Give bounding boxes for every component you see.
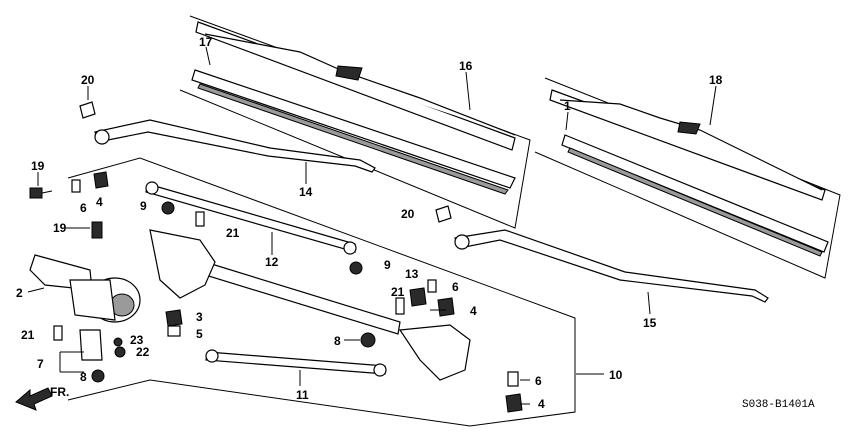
nut-9-right [349,261,363,275]
collar-6-top [71,179,81,193]
callout-2: 2 [16,286,23,300]
grommet-23 [113,337,123,347]
wiper-blade-right [549,89,829,257]
callout-14: 14 [299,185,313,199]
callout-9-right: 9 [384,258,391,272]
callout-20-right: 20 [401,207,415,221]
callout-6-bottom: 6 [535,374,542,388]
callout-5: 5 [196,327,203,341]
bushing-4-top [93,171,109,189]
leader-lines [27,46,717,405]
wiper-arm-left [94,119,376,173]
callout-13: 13 [405,267,419,281]
callout-3: 3 [196,310,203,324]
link-rod-11 [205,349,387,377]
collar-6-bottom [507,371,519,387]
cap-20-right [435,205,452,223]
callout-21-top: 21 [226,226,240,240]
callout-23: 23 [130,333,144,347]
bolt-19-lower [91,221,103,239]
bracket-7 [79,329,103,361]
bolt-21-left [53,325,63,341]
callout-21-right: 21 [391,285,405,299]
bolt-19-top [29,187,53,199]
nut-9-top [161,201,175,215]
wiper-motor [29,254,141,323]
linkage-box-outline [67,157,576,427]
callout-19-top: 19 [31,159,45,173]
bushing-4-right [437,297,455,317]
callout-8-left: 8 [80,370,87,384]
callout-9-top: 9 [140,199,147,213]
cap-20-top [79,101,96,119]
callout-7: 7 [37,357,44,371]
collar-5 [167,325,181,337]
linkage-frame [149,229,471,381]
callout-15: 15 [643,316,657,330]
callout-6-right: 6 [452,280,459,294]
callout-19-lower: 19 [53,221,67,235]
callout-8-mid: 8 [334,334,341,348]
callout-20-top: 20 [81,73,95,87]
callout-17: 17 [199,35,213,49]
nut-8-mid [360,332,376,348]
front-direction-arrow-icon: FR. [15,385,69,411]
bolt-21-top [195,211,205,227]
callout-12: 12 [265,255,279,269]
callout-4-right: 4 [470,304,477,318]
collar-6-right [427,279,437,293]
diagram-code: S038-B1401A [742,399,815,411]
callout-1: 1 [564,99,571,113]
svg-text:FR.: FR. [50,385,69,399]
bushing-4-bottom [505,393,523,413]
nut-8-left [91,369,105,383]
callout-11: 11 [296,388,309,402]
callout-4-bottom: 4 [538,397,545,411]
bushing-3 [165,309,183,327]
callout-21-left: 21 [21,328,35,342]
callout-16: 16 [459,59,473,73]
link-rod-12 [145,181,357,255]
callout-10: 10 [609,368,623,382]
callout-22: 22 [136,345,150,359]
wiper-blade-left [191,21,516,195]
wiper-arm-right [454,229,769,303]
callout-4-top: 4 [96,195,103,209]
nut-22 [114,346,126,358]
bushing-13 [409,287,427,307]
bolt-21-right [395,297,405,315]
callout-18: 18 [709,73,723,87]
callout-6-top: 6 [80,201,87,215]
